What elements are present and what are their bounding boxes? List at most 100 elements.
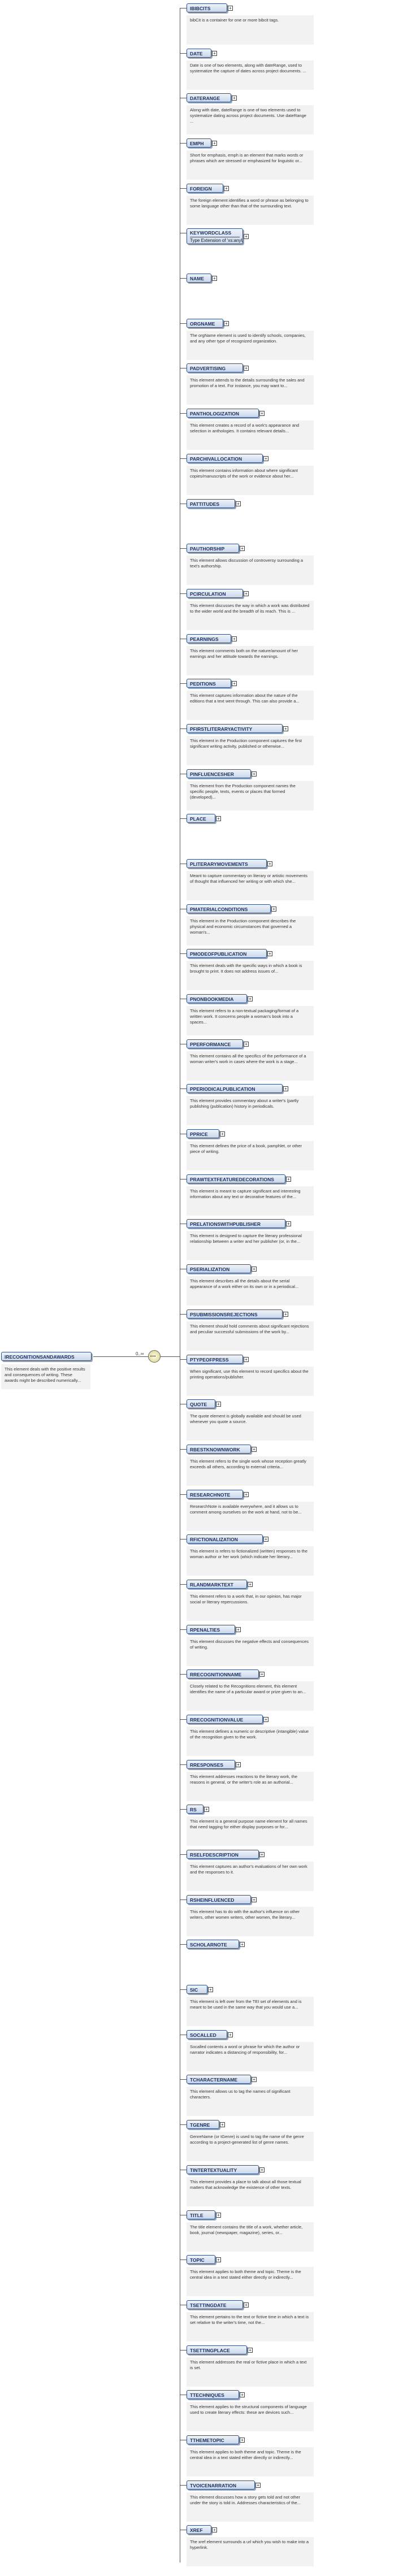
child-element-box[interactable]: SIC	[187, 1985, 207, 1994]
expand-icon[interactable]: +	[244, 1042, 249, 1047]
expand-icon[interactable]: +	[244, 234, 249, 239]
child-element-box[interactable]: PLACE	[187, 814, 215, 823]
expand-icon[interactable]: +	[228, 6, 233, 11]
child-element-box[interactable]: PMODEOFPUBLICATION	[187, 949, 267, 958]
child-element-box[interactable]: PARCHIVALLOCATION	[187, 454, 263, 463]
child-element-box[interactable]: RRESPONSES	[187, 1760, 235, 1769]
expand-icon[interactable]: +	[212, 2527, 217, 2532]
expand-icon[interactable]: +	[263, 456, 268, 461]
expand-icon[interactable]: +	[248, 996, 253, 1001]
child-element-box[interactable]: PPERIODICALPUBLICATION	[187, 1084, 283, 1093]
expand-icon[interactable]: +	[244, 591, 249, 596]
expand-icon[interactable]: +	[248, 2348, 253, 2353]
expand-icon[interactable]: +	[208, 1987, 213, 1992]
expand-icon[interactable]: +	[283, 1086, 288, 1091]
expand-icon[interactable]: +	[263, 1717, 268, 1722]
expand-icon[interactable]: +	[236, 501, 241, 506]
expand-icon[interactable]: +	[236, 1627, 241, 1632]
child-element-box[interactable]: TGENRE	[187, 2120, 219, 2129]
child-element-box[interactable]: RFICTIONALIZATION	[187, 1534, 263, 1543]
expand-icon[interactable]: +	[252, 1447, 257, 1452]
expand-icon[interactable]: +	[220, 1131, 225, 1137]
child-element-box[interactable]: RRECOGNITIONNAME	[187, 1669, 259, 1679]
expand-icon[interactable]: +	[252, 1267, 257, 1272]
expand-icon[interactable]: +	[240, 1942, 245, 1947]
expand-icon[interactable]: +	[216, 2213, 221, 2218]
child-element-box[interactable]: PAUTHORSHIP	[187, 544, 239, 553]
child-element-box[interactable]: PCIRCULATION	[187, 589, 243, 598]
expand-icon[interactable]: +	[271, 907, 276, 912]
child-element-box[interactable]: PPERFORMANCE	[187, 1039, 243, 1048]
expand-icon[interactable]: +	[259, 1852, 265, 1857]
child-element-box[interactable]: PPRICE	[187, 1129, 219, 1138]
expand-icon[interactable]: +	[252, 771, 257, 777]
child-element-box[interactable]: PRAWTEXTFEATUREDECORATIONS	[187, 1174, 285, 1183]
choice-compositor-icon[interactable]: •••	[148, 1350, 161, 1363]
child-element-box[interactable]: PSUBMISSIONSREJECTIONS	[187, 1309, 283, 1319]
child-element-box[interactable]: TTHEMETOPIC	[187, 2435, 239, 2444]
expand-icon[interactable]: +	[212, 141, 217, 146]
expand-icon[interactable]: +	[252, 1897, 257, 1902]
child-element-box[interactable]: PNONBOOKMEDIA	[187, 994, 247, 1003]
child-element-box[interactable]: TSETTINGPLACE	[187, 2345, 247, 2354]
child-element-box[interactable]: PTYPEOFPRESS	[187, 1355, 243, 1364]
child-element-box[interactable]: EMPH	[187, 138, 211, 148]
expand-icon[interactable]: +	[252, 2077, 257, 2082]
child-element-box[interactable]: TITLE	[187, 2210, 215, 2219]
child-element-box[interactable]: PRELATIONSWITHPUBLISHER	[187, 1219, 285, 1228]
child-element-box[interactable]: TVOICENARRATION	[187, 2480, 255, 2490]
child-element-box[interactable]: PEARNINGS	[187, 634, 231, 643]
expand-icon[interactable]: +	[267, 951, 272, 956]
expand-icon[interactable]: +	[244, 366, 249, 371]
child-element-box[interactable]: DATERANGE	[187, 93, 231, 102]
child-element-box[interactable]: RRECOGNITIONVALUE	[187, 1715, 263, 1724]
expand-icon[interactable]: +	[244, 2302, 249, 2308]
expand-icon[interactable]: +	[228, 2032, 233, 2037]
root-element-box[interactable]: IRECOGNITIONSANDAWARDS	[1, 1352, 92, 1361]
child-element-box[interactable]: RESEARCHNOTE	[187, 1490, 243, 1499]
expand-icon[interactable]: +	[240, 2392, 245, 2397]
expand-icon[interactable]: +	[244, 1492, 249, 1497]
child-element-box[interactable]: RS	[187, 1805, 203, 1814]
child-element-box[interactable]: TINTERTEXTUALITY	[187, 2165, 259, 2174]
expand-icon[interactable]: +	[216, 1402, 221, 1407]
expand-icon[interactable]: +	[216, 2257, 221, 2262]
child-element-box[interactable]: PINFLUENCESHER	[187, 769, 251, 778]
child-element-box[interactable]: PANTHOLOGIZATION	[187, 409, 259, 418]
child-element-box[interactable]: DATE	[187, 49, 211, 58]
expand-icon[interactable]: +	[236, 1762, 241, 1767]
child-element-box[interactable]: SOCALLED	[187, 2030, 227, 2039]
expand-icon[interactable]: +	[259, 411, 265, 416]
expand-icon[interactable]: +	[204, 1807, 209, 1812]
child-element-box[interactable]: PATTITUDES	[187, 499, 235, 508]
expand-icon[interactable]: +	[240, 2438, 245, 2443]
child-element-box[interactable]: PFIRSTLITERARYACTIVITY	[187, 724, 283, 733]
child-element-box[interactable]: FOREIGN	[187, 184, 223, 193]
child-element-box[interactable]: XREF	[187, 2525, 211, 2534]
child-element-box[interactable]: PMATERIALCONDITIONS	[187, 904, 271, 913]
child-element-box[interactable]: NAME	[187, 274, 211, 283]
expand-icon[interactable]: +	[286, 1221, 291, 1226]
expand-icon[interactable]: +	[259, 2167, 265, 2172]
child-element-box[interactable]: PLITERARYMOVEMENTS	[187, 859, 267, 868]
child-element-box[interactable]: RPENALTIES	[187, 1625, 235, 1634]
expand-icon[interactable]: +	[232, 636, 237, 641]
expand-icon[interactable]: +	[263, 1537, 268, 1542]
child-element-box[interactable]: RBESTKNOWNWORK	[187, 1445, 251, 1454]
expand-icon[interactable]: +	[220, 2122, 225, 2127]
expand-icon[interactable]: +	[224, 186, 229, 191]
child-element-box[interactable]: ORGNAME	[187, 319, 223, 328]
expand-icon[interactable]: +	[283, 726, 288, 731]
child-element-box[interactable]: PADVERTISING	[187, 363, 243, 372]
child-element-box[interactable]: TOPIC	[187, 2255, 215, 2264]
expand-icon[interactable]: +	[286, 1177, 291, 1182]
expand-icon[interactable]: +	[240, 546, 245, 551]
child-element-box[interactable]: TSETTINGDATE	[187, 2300, 243, 2309]
child-element-box[interactable]: TTECHNIQUES	[187, 2390, 239, 2399]
child-element-box[interactable]: RSELFDESCRIPTION	[187, 1850, 259, 1859]
expand-icon[interactable]: +	[216, 816, 221, 821]
expand-icon[interactable]: +	[259, 1672, 265, 1677]
child-element-box[interactable]: PEDITIONS	[187, 679, 231, 688]
expand-icon[interactable]: +	[224, 321, 229, 326]
